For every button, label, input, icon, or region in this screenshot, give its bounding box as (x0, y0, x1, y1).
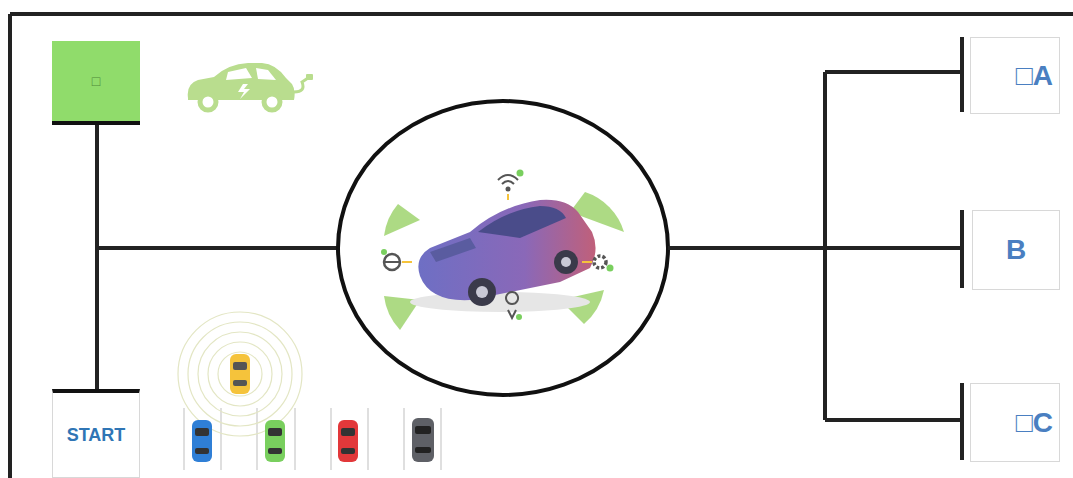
node-label: □ (92, 73, 100, 89)
bus-wires (668, 37, 962, 460)
node-label: □A (1016, 60, 1053, 92)
parking-lines (184, 408, 441, 470)
frame-line (8, 14, 12, 478)
hub-circle (338, 101, 668, 395)
node-label: □C (1016, 407, 1053, 439)
sensor-icons (381, 170, 614, 321)
node-label: START (67, 425, 126, 446)
ev-icon (188, 63, 313, 110)
radar-rings (178, 312, 302, 436)
start-box: START (52, 389, 140, 478)
wire (97, 246, 338, 250)
connector (97, 125, 98, 389)
destination-box: □A (970, 37, 1060, 114)
car-shadow (410, 292, 590, 312)
frame-line (10, 12, 1073, 16)
destination-box: B (972, 210, 1060, 290)
node-label: B (1006, 234, 1026, 266)
green-station-box: □ (52, 41, 140, 125)
parked-cars (192, 354, 434, 462)
sensor-arcs (384, 192, 624, 330)
autonomous-car (418, 200, 595, 306)
destination-box: □C (970, 383, 1060, 462)
